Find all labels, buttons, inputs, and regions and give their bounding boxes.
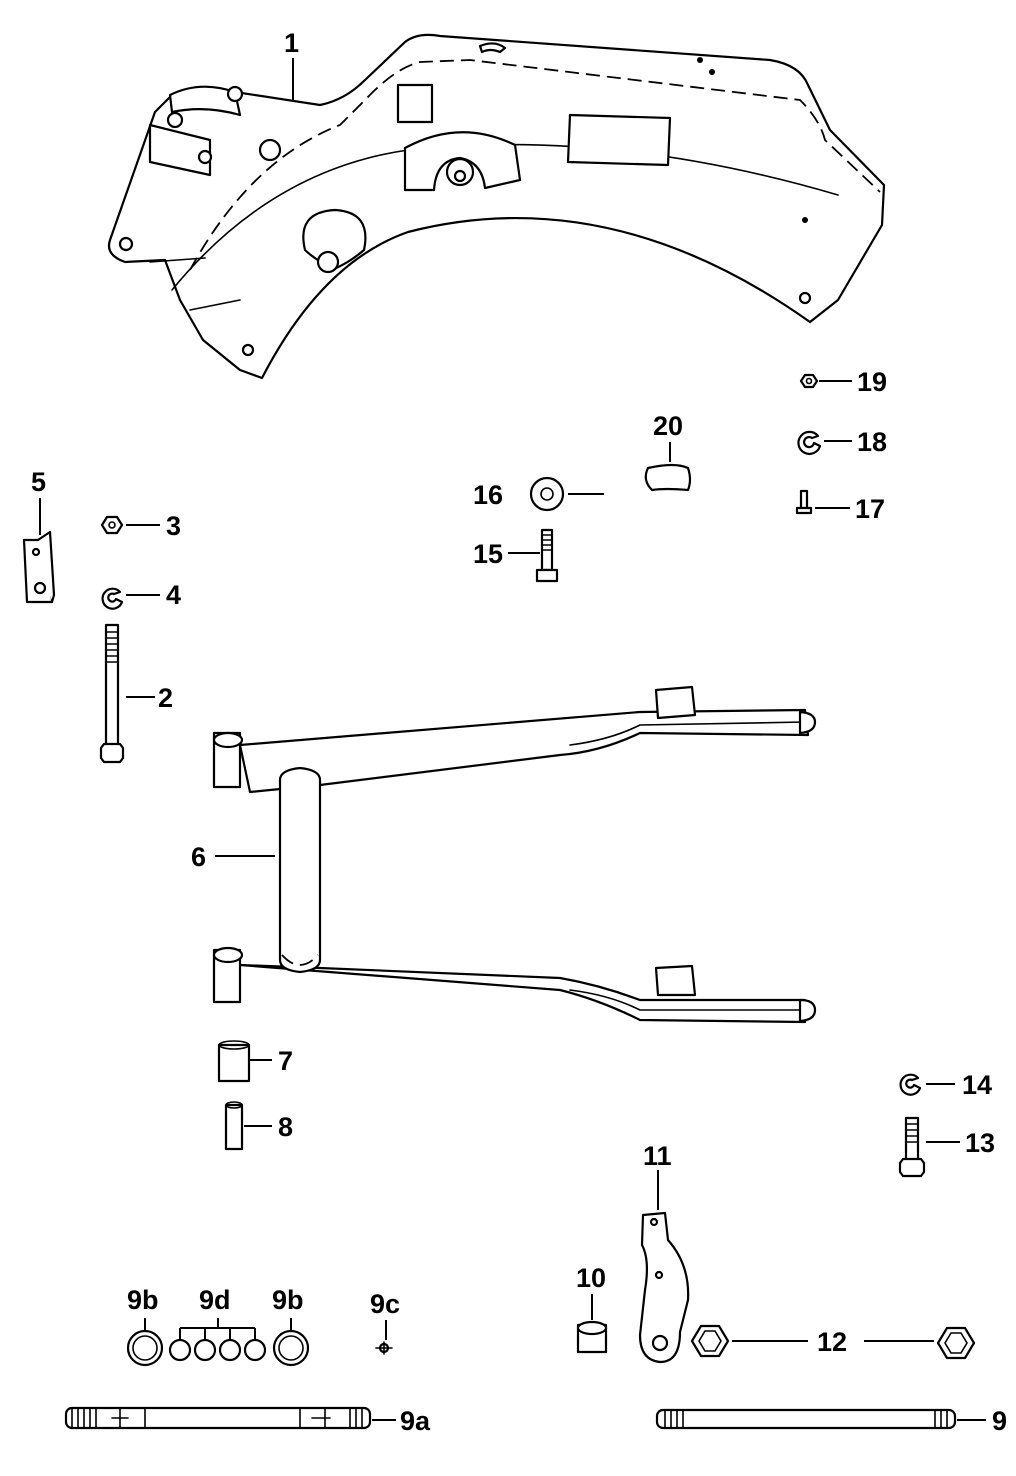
part-1-fender-plate: [107, 33, 886, 380]
callout-14: 14: [962, 1070, 992, 1100]
callout-9c: 9c: [370, 1289, 400, 1319]
part-9b-washer-right: [272, 1329, 310, 1367]
part-11-link-plate: [638, 1211, 690, 1364]
part-15-bolt: [535, 528, 559, 583]
part-9a-axle-assembly: [64, 1406, 372, 1430]
part-17-small-screw: [795, 489, 813, 515]
callout-labels: 1 2 3 4 5 6 7 8 9 9a 9b 9b 9c 9d 10 11 1…: [31, 28, 1007, 1436]
callout-4: 4: [166, 580, 181, 610]
callout-9d: 9d: [199, 1285, 231, 1315]
part-3-hex-nut: [100, 515, 124, 535]
callout-9b-left: 9b: [127, 1285, 159, 1315]
part-10-spacer: [576, 1320, 608, 1354]
part-12-hex-nut-right: [936, 1326, 976, 1360]
callout-16: 16: [473, 480, 503, 510]
callout-20: 20: [653, 411, 683, 441]
part-2-long-bolt: [99, 623, 125, 764]
callout-18: 18: [857, 427, 887, 457]
part-12-hex-nut-left: [690, 1324, 730, 1358]
part-9b-washer-left: [126, 1329, 164, 1367]
callout-15: 15: [473, 539, 503, 569]
callout-2: 2: [158, 683, 173, 713]
callout-9: 9: [992, 1406, 1007, 1436]
part-8-sleeve: [224, 1101, 244, 1151]
callout-13: 13: [965, 1128, 995, 1158]
part-14-lock-washer: [899, 1073, 922, 1096]
callout-3: 3: [166, 511, 181, 541]
part-9c-clip: [375, 1341, 393, 1355]
part-16-flat-washer: [529, 476, 565, 512]
part-6-swing-arm: [212, 685, 817, 1024]
callout-10: 10: [576, 1263, 606, 1293]
callout-5: 5: [31, 467, 46, 497]
part-9-axle: [655, 1408, 957, 1430]
part-20-rubber-plug: [644, 463, 692, 492]
part-19-small-nut: [799, 373, 819, 389]
callout-1: 1: [284, 28, 299, 58]
callout-9a: 9a: [400, 1406, 431, 1436]
callout-19: 19: [857, 367, 887, 397]
part-5-bracket: [22, 530, 56, 604]
callout-8: 8: [278, 1112, 293, 1142]
part-4-lock-washer: [101, 587, 124, 610]
callout-9b-right: 9b: [272, 1285, 304, 1315]
part-9d-balls: [168, 1318, 267, 1362]
part-13-bolt: [898, 1116, 926, 1178]
part-7-bushing: [217, 1040, 251, 1083]
callout-17: 17: [855, 494, 885, 524]
leader-lines: [39, 58, 986, 1421]
part-18-lock-washer: [797, 430, 822, 455]
callout-6: 6: [191, 842, 206, 872]
callout-12: 12: [817, 1327, 847, 1357]
callout-11: 11: [643, 1141, 672, 1171]
callout-7: 7: [278, 1046, 293, 1076]
